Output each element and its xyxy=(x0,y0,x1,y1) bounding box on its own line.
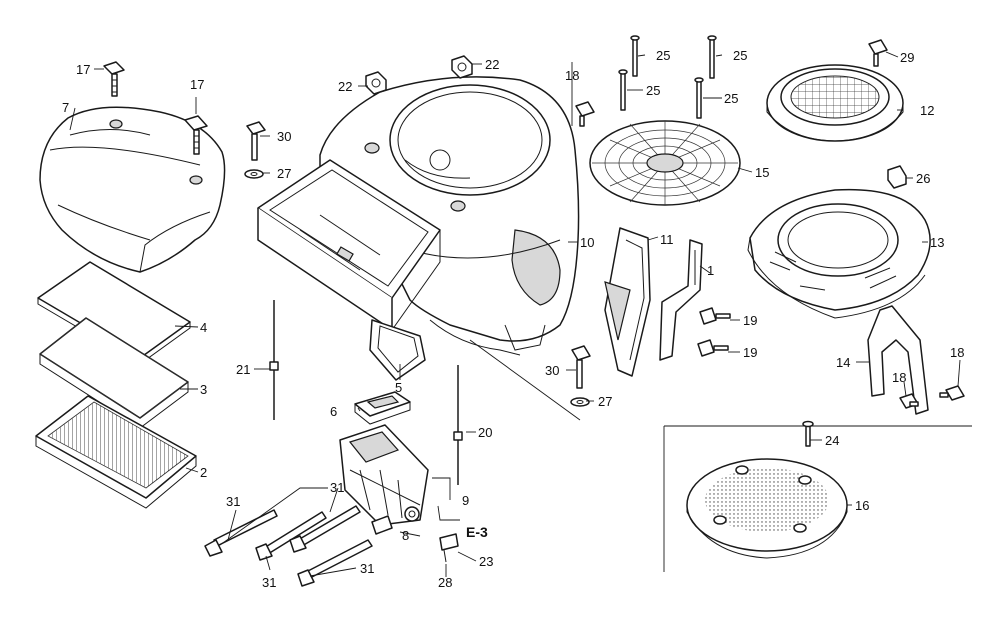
screw-part xyxy=(868,39,888,67)
callout-19b: 19 xyxy=(743,345,757,360)
callout-30: 30 xyxy=(277,129,291,144)
callout-4: 4 xyxy=(200,320,207,335)
callout-15: 15 xyxy=(755,165,769,180)
pleated-filter-part xyxy=(35,395,197,509)
stud-part xyxy=(269,300,279,420)
guard-part xyxy=(604,227,651,377)
flange-nut-part xyxy=(451,55,473,79)
washer-part xyxy=(570,397,590,407)
bracket-part xyxy=(867,305,929,415)
callout-18: 18 xyxy=(565,68,579,83)
screw-part xyxy=(618,69,628,111)
callout-3: 3 xyxy=(200,382,207,397)
callout-labels: 1 2 3 4 5 6 7 8 9 10 11 12 13 14 15 16 1… xyxy=(62,48,964,590)
callout-25d: 25 xyxy=(724,91,738,106)
callout-6: 6 xyxy=(330,404,337,419)
bolt-part xyxy=(699,307,731,325)
leader-lines xyxy=(69,51,961,577)
bolt-part xyxy=(899,393,919,409)
washer-part xyxy=(244,169,264,179)
cover-plate-part xyxy=(686,458,848,559)
callout-24: 24 xyxy=(825,433,839,448)
callout-11: 11 xyxy=(660,232,674,247)
callout-31d: 31 xyxy=(360,561,374,576)
insulator-part xyxy=(354,391,411,425)
callout-10: 10 xyxy=(580,235,594,250)
callout-19: 19 xyxy=(743,313,757,328)
callout-18b: 18 xyxy=(892,370,906,385)
bracket-part xyxy=(659,239,703,361)
callout-16: 16 xyxy=(855,498,869,513)
wing-bolt-part xyxy=(184,115,208,155)
callout-7: 7 xyxy=(62,100,69,115)
bolt-part xyxy=(289,505,361,553)
bolt-part xyxy=(246,121,266,161)
callout-21: 21 xyxy=(236,362,250,377)
callout-26: 26 xyxy=(916,171,930,186)
callout-1: 1 xyxy=(707,263,714,278)
callout-18c: 18 xyxy=(950,345,964,360)
carburetor-part xyxy=(339,424,429,526)
bolt-part xyxy=(939,385,965,401)
callout-22b: 22 xyxy=(485,57,499,72)
callout-9: 9 xyxy=(462,493,469,508)
bolt-part xyxy=(297,539,373,587)
air-cleaner-cover-part xyxy=(39,106,226,273)
screw-part xyxy=(694,77,704,119)
fan-cover-part xyxy=(747,188,931,319)
callout-30b: 30 xyxy=(545,363,559,378)
reference-e3: E-3 xyxy=(466,524,488,540)
bolt-part xyxy=(571,345,591,389)
callout-2: 2 xyxy=(200,465,207,480)
flange-nut-part xyxy=(887,165,907,189)
callout-5: 5 xyxy=(395,380,402,395)
callout-23: 23 xyxy=(479,554,493,569)
intake-box-part xyxy=(257,159,441,331)
callout-25: 25 xyxy=(656,48,670,63)
clip-part xyxy=(439,533,459,563)
stud-part xyxy=(453,365,463,485)
callout-28: 28 xyxy=(438,575,452,590)
screw-part xyxy=(630,35,640,77)
callout-31b: 31 xyxy=(262,575,276,590)
callout-31: 31 xyxy=(226,494,240,509)
bolt-part xyxy=(697,339,729,357)
callout-25b: 25 xyxy=(646,83,660,98)
callout-17: 17 xyxy=(76,62,90,77)
callout-8: 8 xyxy=(402,528,409,543)
callout-14: 14 xyxy=(836,355,850,370)
bolt-part xyxy=(204,509,278,557)
callout-22: 22 xyxy=(338,79,352,94)
callout-25c: 25 xyxy=(733,48,747,63)
callout-31c: 31 xyxy=(330,480,344,495)
callout-27: 27 xyxy=(277,166,291,181)
callout-13: 13 xyxy=(930,235,944,250)
screw-part xyxy=(707,35,717,79)
callout-27b: 27 xyxy=(598,394,612,409)
screw-part xyxy=(371,515,393,535)
bolt-part xyxy=(255,511,327,561)
wing-bolt-part xyxy=(103,61,125,97)
screw-part xyxy=(802,420,814,447)
fan-screen-part xyxy=(589,120,741,206)
gasket-part xyxy=(369,319,426,381)
recoil-cover-part xyxy=(766,64,904,142)
fan-shroud-part xyxy=(319,76,580,356)
inset-frame xyxy=(663,425,972,572)
callout-17b: 17 xyxy=(190,77,204,92)
flange-nut-part xyxy=(365,71,387,95)
bolt-part xyxy=(575,101,595,127)
callout-20: 20 xyxy=(478,425,492,440)
callout-12: 12 xyxy=(920,103,934,118)
callout-29: 29 xyxy=(900,50,914,65)
